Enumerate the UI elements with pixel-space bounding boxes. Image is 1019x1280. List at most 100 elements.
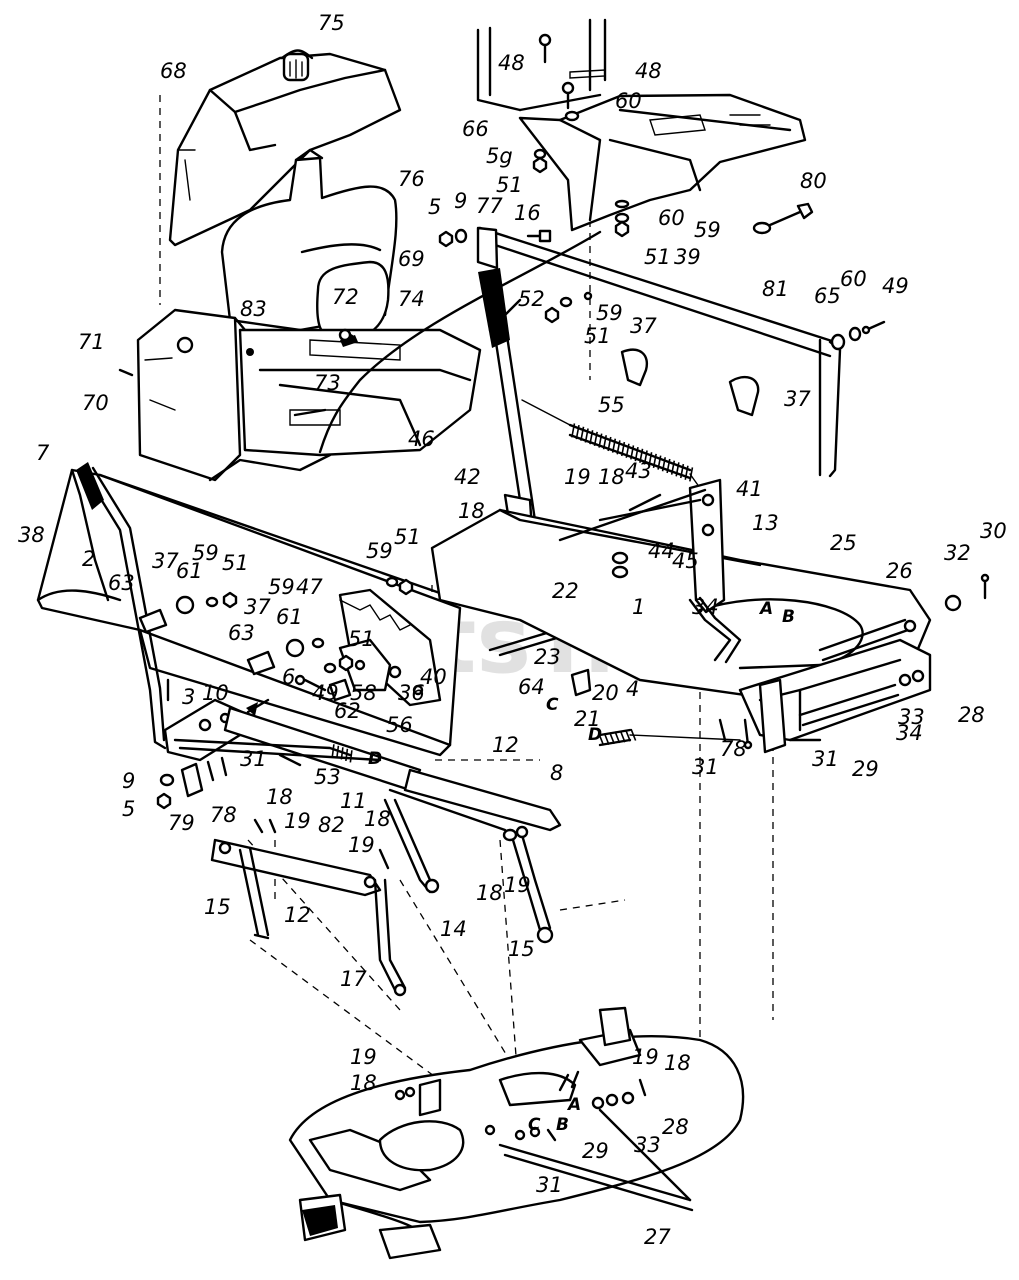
spring-8-cable (173, 728, 741, 763)
callout-17: 17 (340, 967, 367, 991)
spring-coil (616, 440, 621, 455)
callout-12: 12 (284, 903, 311, 927)
callout-34: 34 (692, 595, 719, 619)
spring-coil (634, 446, 639, 462)
callout-31: 31 (536, 1173, 563, 1197)
reference-letters: A B C D D A B C (368, 599, 795, 1135)
callout-75: 75 (318, 11, 345, 35)
callout-10: 10 (202, 681, 229, 705)
callout-27: 27 (644, 1225, 671, 1249)
callout-18: 18 (664, 1051, 691, 1075)
callout-9: 9 (122, 769, 135, 793)
fuel-tank-assembly (136, 49, 602, 482)
callout-3: 3 (182, 685, 195, 709)
callout-11: 11 (340, 789, 367, 813)
callout-31: 31 (692, 755, 719, 779)
callout-51: 51 (644, 245, 671, 269)
callout-14: 14 (440, 917, 467, 941)
ref-letter-c: C (546, 695, 559, 715)
callout-21: 21 (574, 707, 601, 731)
spring-coil (603, 732, 610, 745)
callout-52: 52 (518, 287, 545, 311)
callout-42: 42 (454, 465, 481, 489)
callout-18: 18 (266, 785, 293, 809)
callout-76: 76 (398, 167, 425, 191)
callout-59: 5g (486, 144, 513, 168)
callout-15: 15 (508, 937, 535, 961)
callout-33: 33 (634, 1133, 661, 1157)
callout-1: 1 (632, 595, 645, 619)
callout-44: 44 (648, 539, 675, 563)
callout-19: 19 (632, 1045, 659, 1069)
spring-coil (571, 423, 576, 438)
callout-59: 59 (192, 541, 219, 565)
reference-lines (159, 95, 774, 1111)
callout-22: 22 (552, 579, 579, 603)
callout-61: 61 (176, 559, 203, 583)
callout-19: 19 (564, 465, 591, 489)
callout-59: 59 (596, 301, 623, 325)
spring-coil (584, 428, 589, 443)
spring-coil (602, 435, 608, 450)
callout-60: 60 (658, 206, 685, 230)
callout-59: 59 (268, 575, 295, 599)
callout-61: 61 (276, 605, 303, 629)
spring-coil (652, 453, 657, 469)
ref-letter-b: B (782, 607, 795, 627)
main-frame (36, 468, 932, 757)
callout-83: 83 (240, 297, 267, 321)
callout-12: 12 (492, 733, 519, 757)
callout-5: 5 (122, 797, 135, 821)
spring-coil (340, 747, 344, 760)
callout-23: 23 (534, 645, 561, 669)
callout-60: 60 (840, 267, 867, 291)
callout-64: 64 (518, 675, 545, 699)
callout-33: 33 (898, 705, 925, 729)
callout-37: 37 (784, 387, 811, 411)
callout-32: 32 (944, 541, 971, 565)
callout-73: 73 (314, 371, 341, 395)
callout-18: 18 (350, 1071, 377, 1095)
callout-28: 28 (958, 703, 985, 727)
callout-66: 66 (462, 117, 489, 141)
callout-19: 19 (350, 1045, 377, 1069)
spring-coil (608, 732, 616, 745)
callout-30: 30 (980, 519, 1007, 543)
spring-coil (593, 431, 598, 447)
callout-48: 48 (498, 51, 525, 75)
spring-coil (349, 750, 353, 763)
right-linkage (558, 478, 990, 754)
spring-coil (607, 436, 612, 452)
callout-78: 78 (720, 737, 747, 761)
spring-coil (657, 455, 662, 470)
callout-56: 56 (386, 713, 413, 737)
callout-4: 4 (626, 677, 639, 701)
callout-40: 40 (420, 665, 447, 689)
callout-41: 41 (736, 477, 763, 501)
rear-frame-assembly (476, 18, 842, 478)
callout-15: 15 (204, 895, 231, 919)
callout-34: 34 (896, 721, 923, 745)
spring-coil (666, 458, 671, 474)
left-lift-lever (76, 462, 422, 810)
callout-45: 45 (672, 549, 699, 573)
callout-19: 19 (348, 833, 375, 857)
callout-19: 19 (284, 809, 311, 833)
lower-links (210, 768, 562, 997)
callout-18: 18 (598, 465, 625, 489)
callout-78: 78 (210, 803, 237, 827)
mower-deck (288, 1006, 745, 1260)
spring-coil (675, 462, 680, 477)
callout-29: 29 (582, 1139, 609, 1163)
spring-coil (336, 745, 340, 759)
callout-labels: 75 68 48 48 60 66 5g 51 76 80 5 9 77 16 … (18, 11, 1007, 1249)
callout-43: 43 (625, 459, 652, 483)
callout-8: 8 (550, 761, 563, 785)
callout-49: 49 (312, 681, 339, 705)
callout-58: 58 (350, 681, 377, 705)
ref-letter-a: A (758, 599, 773, 619)
spring-coil (624, 729, 632, 742)
callout-31: 31 (812, 747, 839, 771)
callout-37: 37 (630, 314, 657, 338)
